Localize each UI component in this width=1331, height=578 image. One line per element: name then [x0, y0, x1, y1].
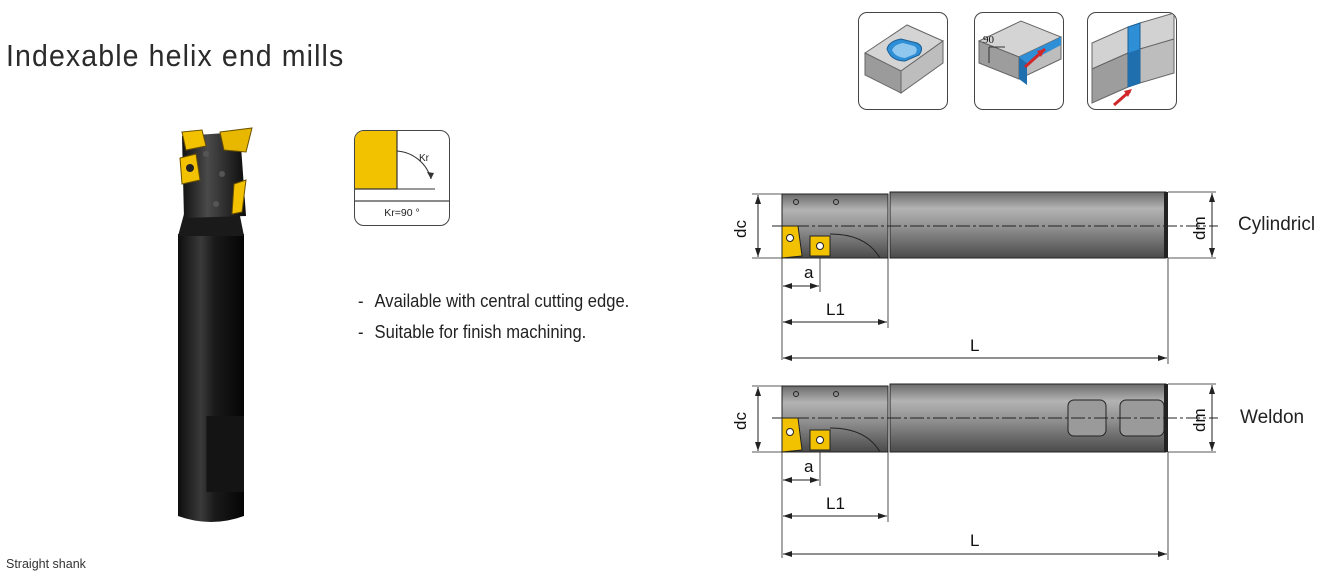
- weldon-shank-drawing: dc dm a L1 L: [726, 374, 1226, 570]
- shank-type-cylindrical: Cylindricl: [1238, 214, 1316, 235]
- dm-label: dm: [1190, 216, 1209, 240]
- end-mill-product-image: [160, 124, 260, 529]
- feature-list: -Available with central cutting edge. -S…: [358, 286, 629, 348]
- kr-angle-icon: Kr Kr=90 °: [354, 130, 450, 226]
- shank-type-weldon: Weldon: [1240, 407, 1305, 428]
- l1-label: L1: [826, 494, 845, 513]
- dc-label: dc: [731, 220, 750, 238]
- slot-milling-icon: [1087, 12, 1177, 110]
- feature-item: -Available with central cutting edge.: [358, 291, 630, 311]
- shoulder-milling-90-icon: 90: [974, 12, 1064, 110]
- dm-label: dm: [1190, 408, 1209, 432]
- l-label: L: [970, 531, 979, 550]
- kr-value: Kr=90 °: [384, 207, 420, 219]
- cylindrical-shank-drawing: dc dm a L1 L: [726, 182, 1226, 372]
- a-label: a: [804, 263, 814, 282]
- feature-item: -Suitable for finish machining.: [358, 322, 587, 342]
- pocket-milling-icon: [858, 12, 948, 110]
- kr-label: Kr: [419, 153, 429, 164]
- a-label: a: [804, 457, 814, 476]
- l1-label: L1: [826, 300, 845, 319]
- angle-label: 90: [983, 34, 995, 46]
- dc-label: dc: [731, 412, 750, 430]
- page-title: Indexable helix end mills: [6, 38, 345, 73]
- l-label: L: [970, 336, 979, 355]
- image-caption: Straight shank: [6, 557, 86, 571]
